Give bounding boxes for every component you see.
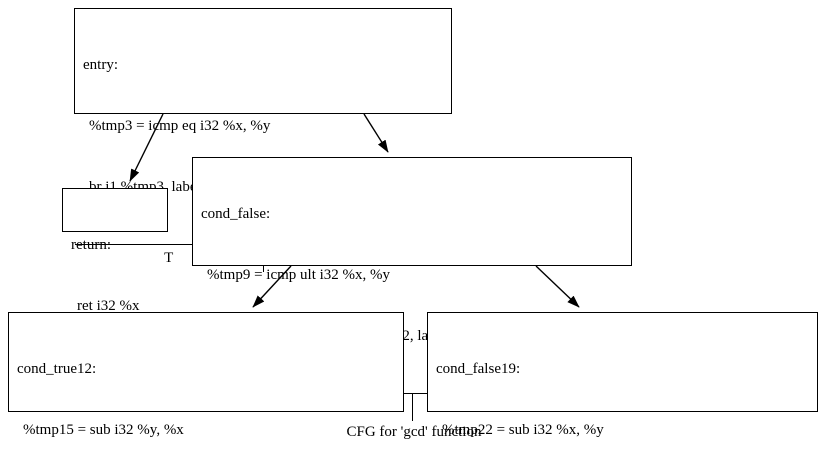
node-entry[interactable]: entry: %tmp3 = icmp eq i32 %x, %y br i1 … <box>74 8 452 273</box>
node-cond-true12-body: cond_true12: %tmp15 = sub i32 %y, %x %tm… <box>9 313 403 452</box>
node-cond-true12-label: cond_true12: <box>17 360 97 377</box>
node-entry-port-true[interactable]: T <box>164 250 174 267</box>
node-return-label: return: <box>71 236 111 253</box>
node-cond-true12-statement-0: %tmp15 = sub i32 %y, %x <box>23 421 184 438</box>
node-entry-statement-0: %tmp3 = icmp eq i32 %x, %y <box>89 117 271 134</box>
node-cond-false19-body: cond_false19: %tmp22 = sub i32 %x, %y %t… <box>428 313 817 452</box>
node-cond-false-label: cond_false: <box>201 205 271 222</box>
node-return-body: return: ret i32 %x <box>63 189 167 363</box>
node-cond-true12[interactable]: cond_true12: %tmp15 = sub i32 %y, %x %tm… <box>8 312 404 438</box>
node-entry-label: entry: <box>83 56 118 73</box>
node-cond-false19-statement-0: %tmp22 = sub i32 %x, %y <box>442 421 604 438</box>
diagram-caption: CFG for 'gcd' function <box>346 424 482 440</box>
node-return[interactable]: return: ret i32 %x <box>62 188 168 314</box>
node-cond-false-statement-0: %tmp9 = icmp ult i32 %x, %y <box>207 266 391 283</box>
node-return-statement-0: ret i32 %x <box>77 297 140 314</box>
node-cond-false19-label: cond_false19: <box>436 360 521 377</box>
node-cond-false19[interactable]: cond_false19: %tmp22 = sub i32 %x, %y %t… <box>427 312 818 438</box>
node-cond-false[interactable]: cond_false: %tmp9 = icmp ult i32 %x, %y … <box>192 157 632 422</box>
